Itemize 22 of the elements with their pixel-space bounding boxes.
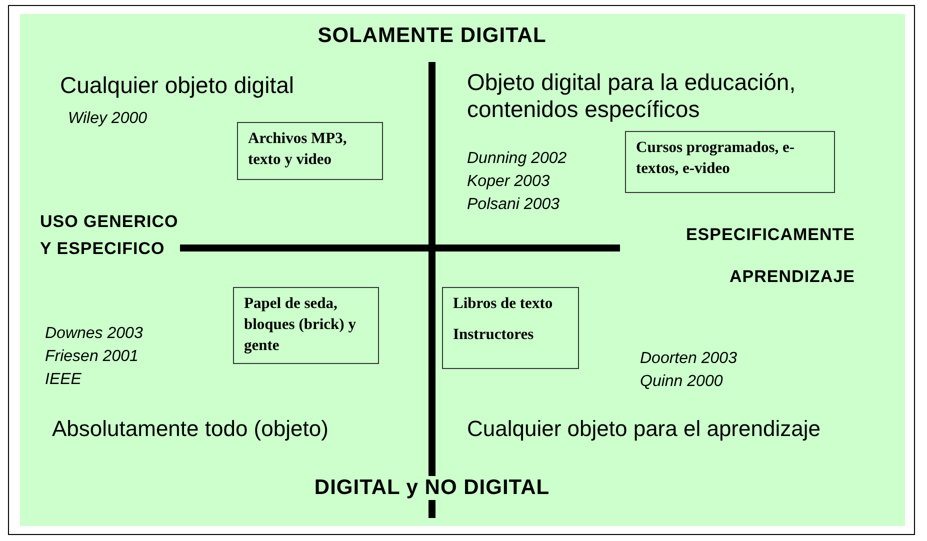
box-text: Papel de seda, bloques (brick) y gente — [244, 294, 357, 356]
citation: Polsani 2003 — [467, 196, 560, 214]
citation: Friesen 2001 — [45, 348, 138, 366]
citation: Dunning 2002 — [467, 150, 567, 168]
citation: IEEE — [45, 371, 82, 389]
citation: Quinn 2000 — [640, 373, 723, 391]
box-text: Libros de texto — [453, 294, 554, 314]
quadrant-heading: Cualquier objeto digital — [60, 72, 294, 99]
box-text: Archivos MP3, texto y video — [248, 129, 348, 170]
citation: Doorten 2003 — [640, 350, 737, 368]
citation: Downes 2003 — [45, 325, 143, 343]
text-box — [237, 122, 383, 180]
box-text: Instructores — [453, 324, 535, 345]
text-box — [233, 287, 379, 364]
box-text: Cursos programados, e-textos, e-video — [636, 138, 796, 179]
citation: Wiley 2000 — [68, 110, 148, 128]
quadrant-heading: Absolutamente todo (objeto) — [52, 416, 328, 442]
quadrant-heading: Objeto digital para la educación, contenidos específicos — [467, 69, 797, 123]
citation: Koper 2003 — [467, 173, 550, 191]
text-box — [442, 287, 579, 369]
quadrant-heading: Cualquier objeto para el aprendizaje — [467, 416, 820, 442]
text-box — [625, 131, 835, 193]
